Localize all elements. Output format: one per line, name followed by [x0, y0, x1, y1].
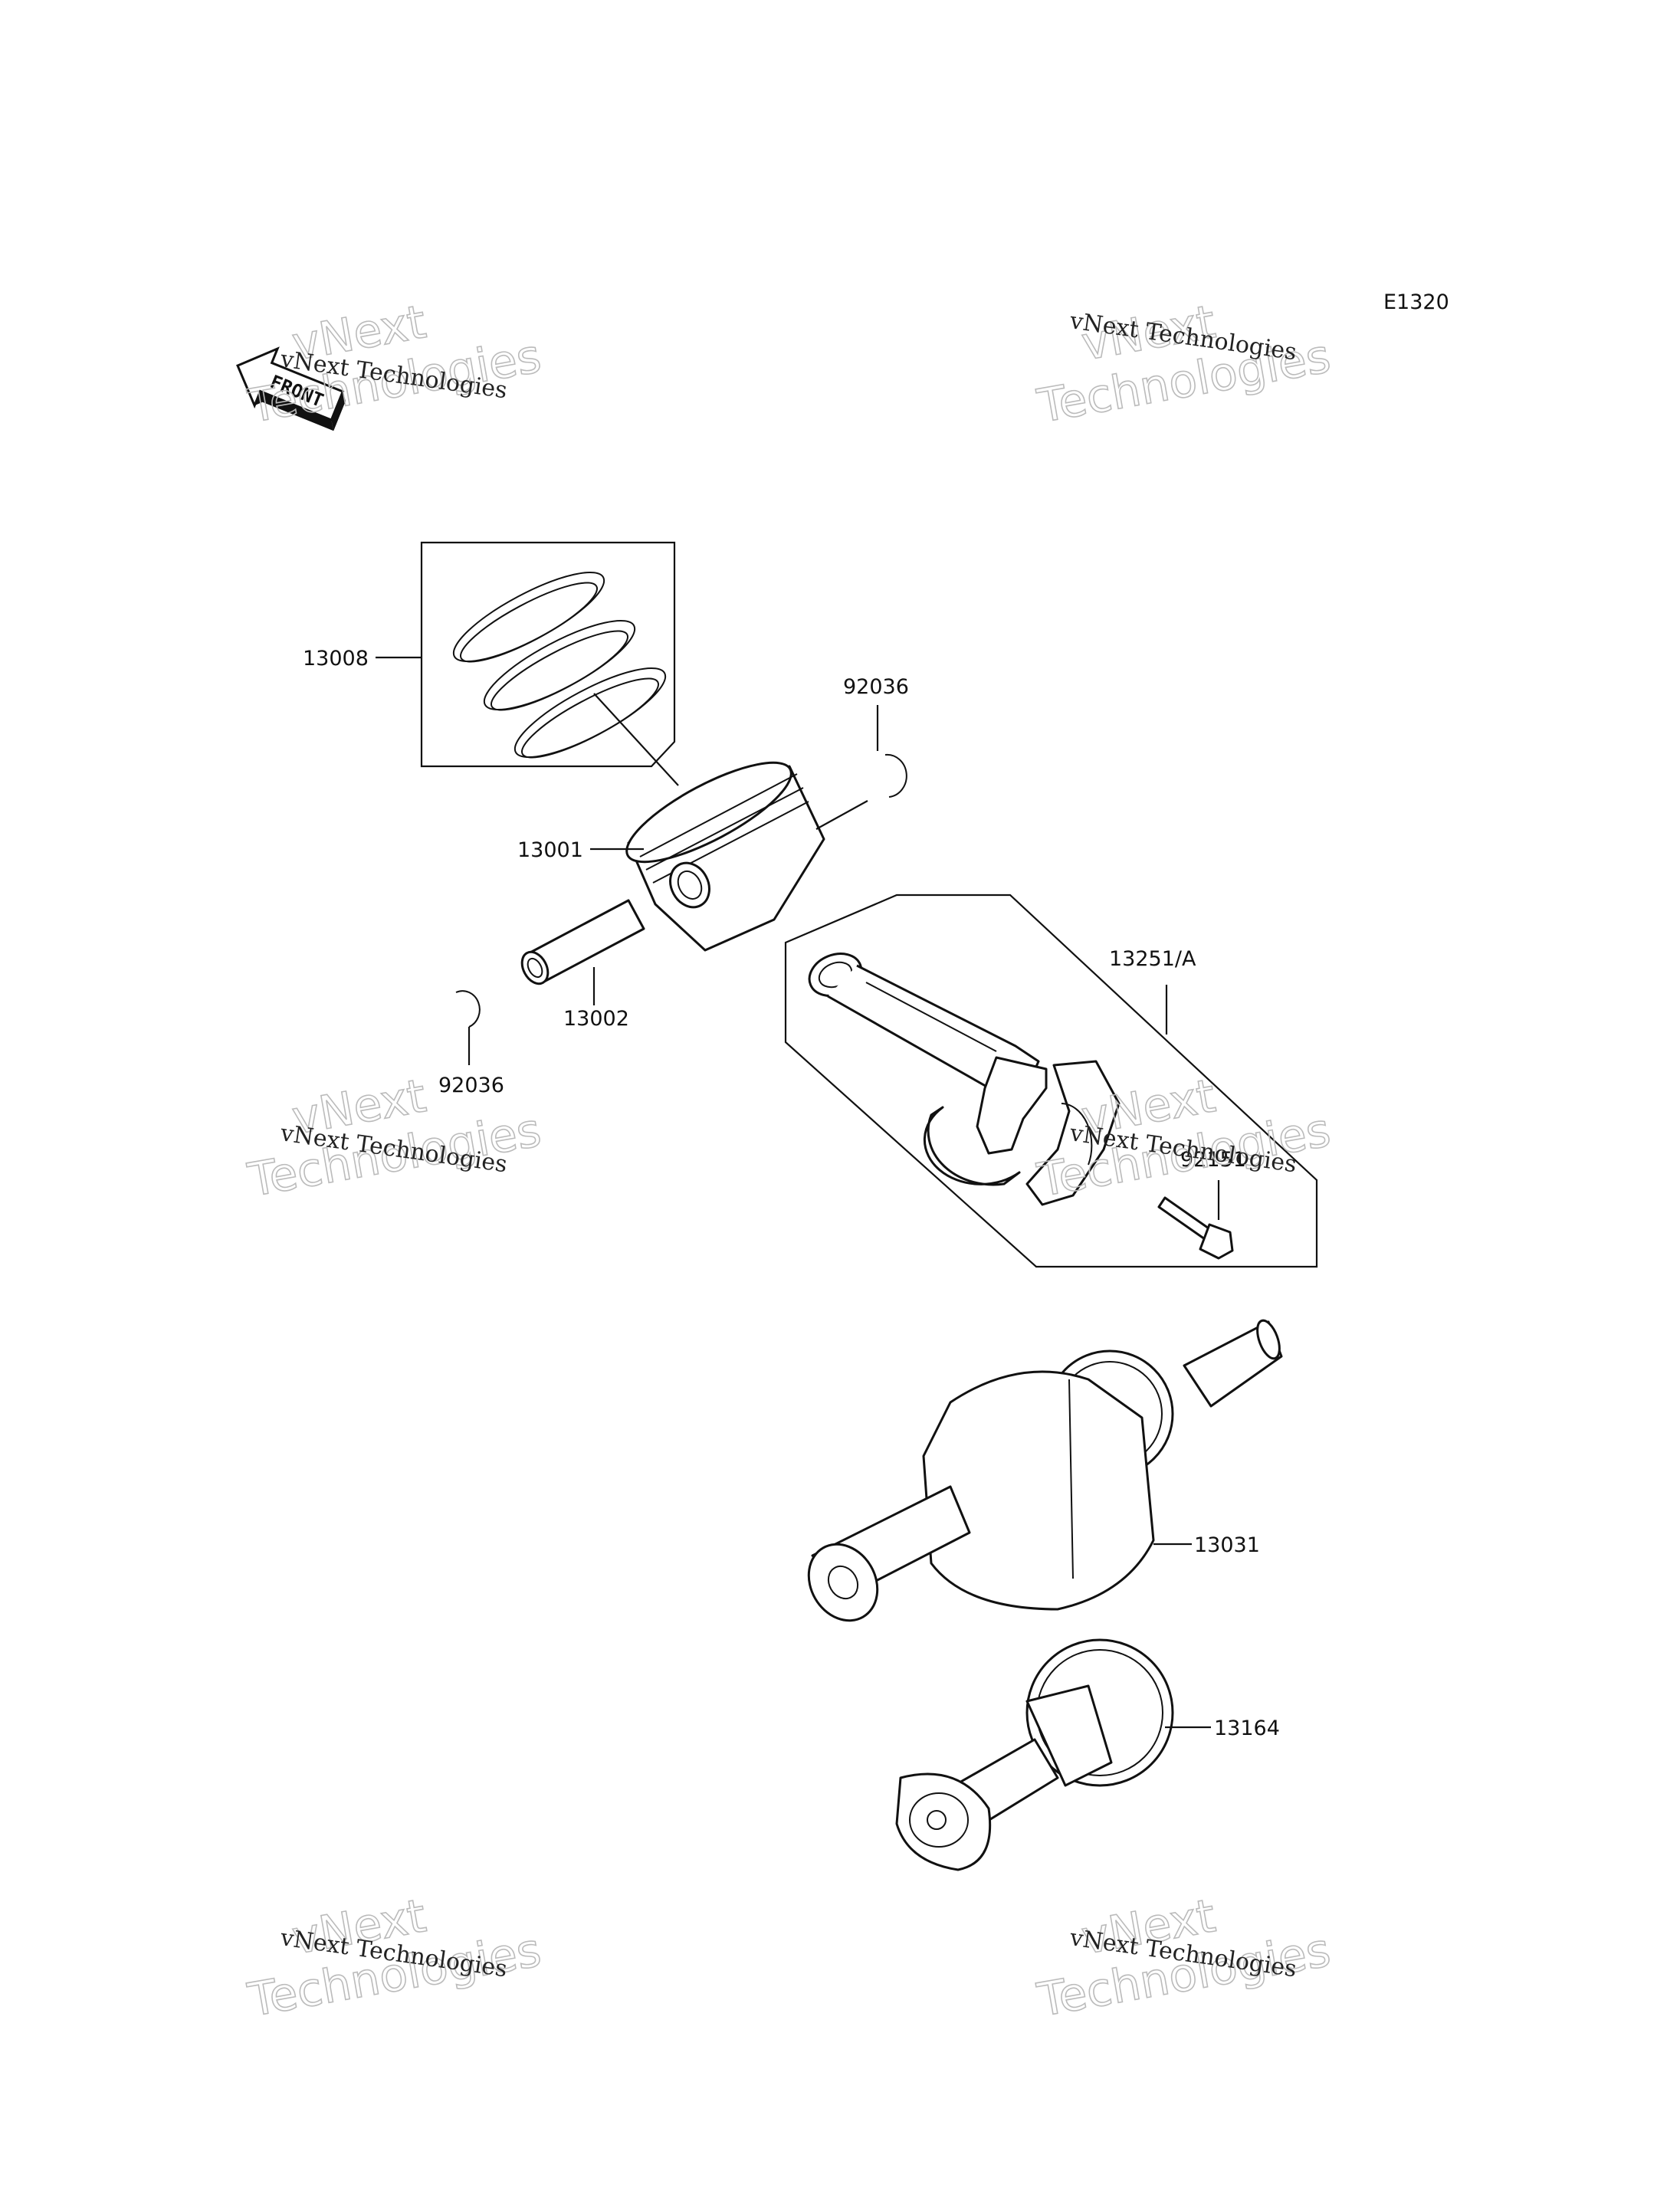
- watermark: vNext Technologies: [1032, 1068, 1334, 1208]
- crankshaft: [807, 1319, 1283, 1622]
- balancer: [895, 1638, 1174, 1871]
- piston-pin: [520, 899, 645, 985]
- circlip-left: [455, 990, 481, 1028]
- diagram-code: E1320: [1383, 290, 1449, 314]
- circlip-right: [884, 753, 907, 798]
- callout-rod-bolt: 92151: [1180, 1148, 1246, 1172]
- callout-connecting-rod: 13251/A: [1109, 947, 1196, 971]
- callout-circlip-left: 92036: [438, 1074, 504, 1097]
- callout-crankshaft: 13031: [1194, 1533, 1260, 1557]
- callout-piston-ring-set: 13008: [303, 647, 369, 671]
- callout-circlip-right: 92036: [843, 675, 909, 699]
- callout-piston: 13001: [517, 838, 583, 862]
- callout-balancer: 13164: [1214, 1717, 1280, 1740]
- piston: [625, 761, 825, 952]
- callout-piston-pin: 13002: [563, 1007, 629, 1031]
- rod-bolt: [1157, 1196, 1234, 1260]
- connecting-rod-box: [784, 894, 1318, 1268]
- piston-ring-set-box: [420, 541, 676, 768]
